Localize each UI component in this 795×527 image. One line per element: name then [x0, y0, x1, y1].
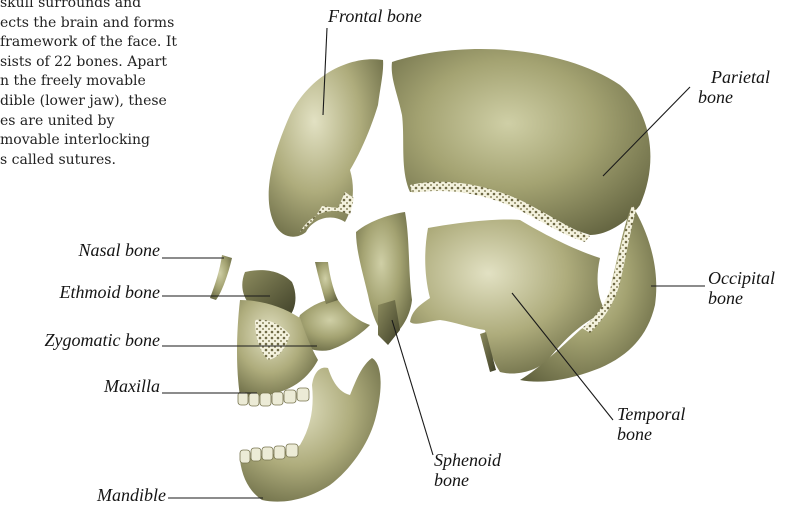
label-sphenoid-line2: bone: [434, 470, 544, 490]
label-mandible: Mandible: [0, 485, 166, 505]
label-nasal-bone: Nasal bone: [0, 240, 160, 260]
label-parietal-line1: Parietal: [680, 67, 770, 87]
label-zygomatic-bone: Zygomatic bone: [0, 330, 160, 350]
label-temporal-line1: Temporal: [617, 404, 727, 424]
zygomatic-frontal-process: [315, 262, 338, 304]
nasal-bone-shape: [210, 255, 232, 300]
label-occipital-line2: bone: [708, 288, 794, 308]
label-sphenoid-line1: Sphenoid: [434, 450, 544, 470]
leader-sphenoid: [392, 320, 433, 455]
label-temporal-line2: bone: [617, 424, 727, 444]
label-frontal-bone: Frontal bone: [328, 6, 422, 26]
label-parietal-bone: Parietal bone: [680, 67, 770, 107]
label-parietal-line2: bone: [680, 87, 770, 107]
label-sphenoid-bone: Sphenoid bone: [434, 450, 544, 490]
label-temporal-bone: Temporal bone: [617, 404, 727, 444]
label-maxilla: Maxilla: [0, 376, 160, 396]
label-occipital-line1: Occipital: [708, 268, 794, 288]
label-occipital-bone: Occipital bone: [708, 268, 794, 308]
label-ethmoid-bone: Ethmoid bone: [0, 282, 160, 302]
